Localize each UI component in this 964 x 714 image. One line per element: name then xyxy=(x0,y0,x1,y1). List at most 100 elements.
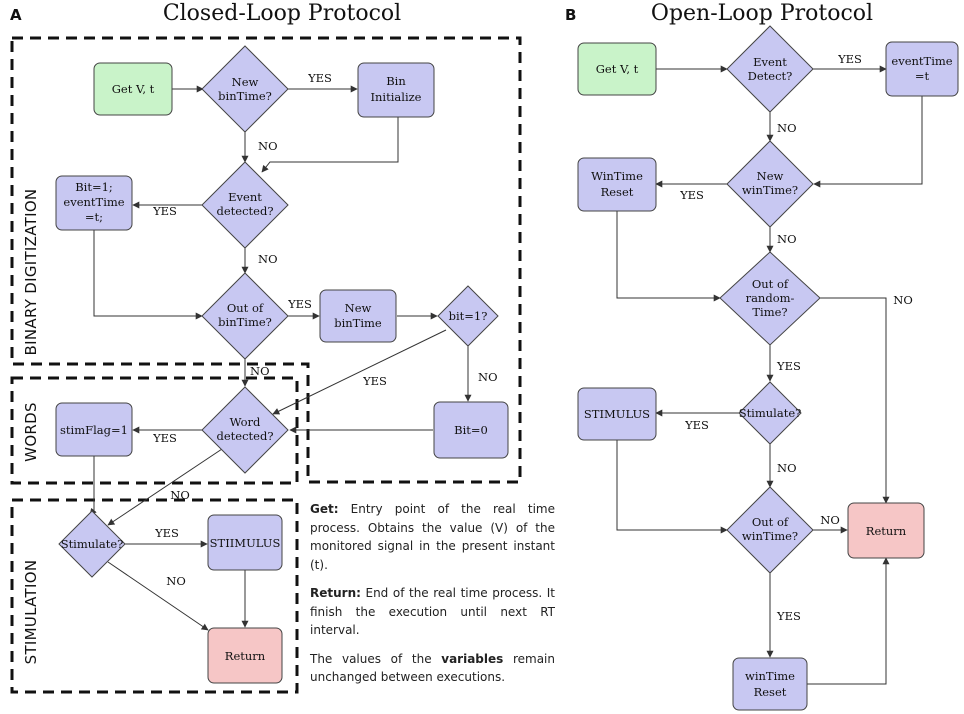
label-yes: YES xyxy=(152,204,177,218)
node-b-event-detect-line2: Detect? xyxy=(748,69,793,83)
edge-bitq-word xyxy=(272,329,447,415)
node-b-stimulate: Stimulate? xyxy=(738,381,802,445)
label-no: NO xyxy=(777,461,797,475)
label-yes: YES xyxy=(287,297,312,311)
legend-return-term: Return: xyxy=(310,586,361,600)
node-bit1-eventtime: Bit=1; eventTime =t; xyxy=(55,175,133,231)
legend-return: Return: End of the real time process. It… xyxy=(310,584,555,640)
legend-get-text: Entry point of the real time process. Ob… xyxy=(310,502,555,572)
edge-bininit-event xyxy=(261,117,399,173)
node-b-event-detect: Event Detect? xyxy=(726,25,814,113)
node-get-vt-label: Get V, t xyxy=(112,82,155,96)
node-b-get-vt: Get V, t xyxy=(577,42,657,96)
label-no: NO xyxy=(166,574,186,588)
label-yes: YES xyxy=(837,52,862,66)
node-bit0: Bit=0 xyxy=(433,401,509,459)
node-word-detected-line2: detected? xyxy=(217,429,274,443)
node-b-stimulus-label: STIMULUS xyxy=(584,407,650,421)
label-yes: YES xyxy=(154,526,179,540)
node-event-detected: Event detected? xyxy=(201,161,289,249)
label-no: NO xyxy=(258,139,278,153)
legend: Get: Entry point of the real time proces… xyxy=(310,500,555,697)
node-b-out-random-line1: Out of xyxy=(752,277,789,291)
node-b-wintime-reset-2-line2: Reset xyxy=(754,685,787,699)
node-b-wintime-reset-2: winTime Reset xyxy=(732,657,808,711)
words-label: WORDS xyxy=(22,402,40,462)
edge-b-outrand-return xyxy=(820,297,890,504)
label-no: NO xyxy=(777,232,797,246)
node-stimulus-a-label: STIIMULUS xyxy=(210,536,281,550)
node-b-new-wintime: New winTime? xyxy=(726,140,814,228)
node-new-bintime-process-line2: binTime xyxy=(334,316,382,330)
legend-get: Get: Entry point of the real time proces… xyxy=(310,500,555,574)
legend-return-text: End of the real time process. It finish … xyxy=(310,586,555,637)
label-no: NO xyxy=(258,252,278,266)
legend-get-term: Get: xyxy=(310,502,339,516)
edge-word-stimulate xyxy=(107,448,223,526)
node-b-wintime-reset-line1: WinTime xyxy=(591,169,643,183)
node-event-detected-line2: detected? xyxy=(217,204,274,218)
edge-stimflag-stimulate xyxy=(89,456,97,516)
node-b-wintime-reset: WinTime Reset xyxy=(577,157,657,212)
node-b-new-wintime-line1: New xyxy=(757,169,784,183)
legend-variables: The values of the variables remain uncha… xyxy=(310,650,555,687)
node-stimulate-a: Stimulate? xyxy=(58,510,126,578)
node-b-out-wintime-line2: winTime? xyxy=(742,529,798,543)
node-stimulus-a: STIIMULUS xyxy=(207,514,283,571)
node-b-new-wintime-line2: winTime? xyxy=(742,183,798,197)
node-return-a: Return xyxy=(207,627,283,684)
label-yes: YES xyxy=(307,71,332,85)
node-bin-initialize-line1: Bin xyxy=(386,74,406,88)
node-b-eventtime-line1: eventTime xyxy=(891,54,952,68)
node-b-wintime-reset-line2: Reset xyxy=(601,185,634,199)
node-new-bintime-process-line1: New xyxy=(345,301,372,315)
node-out-of-bintime-line1: Out of xyxy=(227,301,264,315)
node-new-bintime-line1: New xyxy=(232,75,259,89)
node-get-vt: Get V, t xyxy=(93,62,173,116)
legend-vars-post: remain unchanged between executions. xyxy=(310,651,555,685)
node-new-bintime-line2: binTime? xyxy=(218,89,272,103)
edge-bit1-outbin xyxy=(93,230,203,320)
node-bit1-line3: =t; xyxy=(85,210,103,224)
node-b-out-wintime: Out of winTime? xyxy=(726,486,814,574)
node-b-get-vt-label: Get V, t xyxy=(596,62,639,76)
node-b-wintime-reset-2-line1: winTime xyxy=(745,669,795,683)
label-yes: YES xyxy=(776,359,801,373)
node-event-detected-line1: Event xyxy=(228,190,262,204)
node-b-eventtime: eventTime =t xyxy=(885,41,959,97)
label-no: NO xyxy=(893,293,913,307)
node-b-eventtime-line2: =t xyxy=(915,69,930,83)
node-bit0-label: Bit=0 xyxy=(454,423,488,437)
words-group xyxy=(10,376,299,485)
node-b-return: Return xyxy=(847,502,925,559)
node-stimflag: stimFlag=1 xyxy=(55,402,133,457)
node-return-a-label: Return xyxy=(225,649,266,663)
edge-b-wintimereset-outrand xyxy=(616,211,721,302)
node-bit1-line2: eventTime xyxy=(63,195,124,209)
binary-digitization-label: BINARY DIGITIZATION xyxy=(22,189,40,356)
label-yes: YES xyxy=(776,609,801,623)
node-b-out-wintime-line1: Out of xyxy=(752,515,789,529)
label-no: NO xyxy=(820,513,840,527)
label-yes: YES xyxy=(152,431,177,445)
node-bin-initialize-line2: Initialize xyxy=(370,90,421,104)
node-out-of-bintime: Out of binTime? xyxy=(201,272,289,360)
legend-vars-term: variables xyxy=(441,651,504,666)
label-yes: YES xyxy=(679,188,704,202)
node-bit-equals-1-label: bit=1? xyxy=(449,309,488,323)
node-bit1-line1: Bit=1; xyxy=(75,180,113,194)
node-stimflag-label: stimFlag=1 xyxy=(60,423,128,437)
legend-vars-pre: The values of the xyxy=(310,651,442,666)
node-word-detected-line1: Word xyxy=(230,415,261,429)
label-no: NO xyxy=(170,488,190,502)
panel-a-title: Closed-Loop Protocol xyxy=(163,1,401,26)
node-b-stimulus: STIMULUS xyxy=(577,387,657,441)
node-stimulate-a-label: Stimulate? xyxy=(61,537,124,551)
edge-stimulate-return xyxy=(107,561,209,631)
node-word-detected: Word detected? xyxy=(201,386,289,474)
node-new-bintime: New binTime? xyxy=(201,45,289,133)
node-b-event-detect-line1: Event xyxy=(753,55,787,69)
label-no: NO xyxy=(478,370,498,384)
panel-a-letter: A xyxy=(10,6,22,24)
